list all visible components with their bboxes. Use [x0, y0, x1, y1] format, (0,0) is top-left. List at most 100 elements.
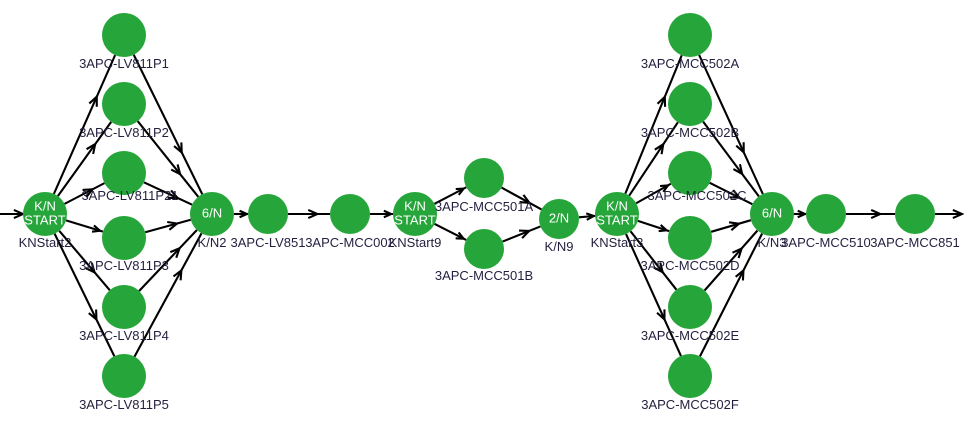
arrowhead-icon: [656, 94, 667, 107]
node-lv811p21[interactable]: [102, 151, 146, 195]
node-label-knstart2: START: [24, 212, 65, 227]
node-circle-mcc002[interactable]: [330, 194, 370, 234]
arrowhead-icon: [659, 184, 671, 193]
arrowhead-icon: [732, 163, 744, 177]
arrowhead-icon: [656, 309, 666, 322]
edge-mcc501a-to-kn9: [501, 186, 542, 211]
node-circle-lv811p21[interactable]: [102, 151, 146, 195]
node-circle-mcc501a[interactable]: [464, 158, 504, 198]
node-kn3[interactable]: 6/N: [750, 192, 794, 236]
node-caption-mcc501b: 3APC-MCC501B: [435, 268, 533, 283]
node-caption-mcc002: 3APC-MCC002: [305, 235, 395, 250]
edge-mcc502b-to-kn3: [702, 121, 760, 197]
node-circle-mcc510[interactable]: [806, 194, 846, 234]
node-circle-kn3[interactable]: [750, 192, 794, 236]
arrowhead-icon: [173, 142, 183, 155]
node-circle-lv811p1[interactable]: [102, 13, 146, 57]
exit-arrow: [935, 208, 964, 220]
arrowhead-icon: [654, 142, 665, 155]
node-mcc501b[interactable]: [464, 229, 504, 269]
node-label-kn2: 6/N: [202, 205, 222, 220]
node-mcc002[interactable]: [330, 194, 370, 234]
arrowhead-icon: [735, 142, 745, 155]
node-caption-lv811p5: 3APC-LV811P5: [79, 397, 169, 412]
node-mcc502c[interactable]: [668, 151, 712, 195]
node-lv811p3[interactable]: [102, 216, 146, 260]
node-mcc510[interactable]: [806, 194, 846, 234]
edge-mcc501b-to-kn9: [502, 225, 541, 243]
node-circle-mcc502f[interactable]: [668, 354, 712, 398]
node-circle-knstart2[interactable]: [23, 192, 67, 236]
node-kn9[interactable]: 2/N: [539, 199, 579, 239]
arrowhead-icon: [172, 268, 183, 281]
node-caption-kn9: K/N9: [545, 239, 574, 254]
node-circle-lv811p2[interactable]: [102, 82, 146, 126]
arrowhead-icon: [91, 224, 103, 233]
node-circle-mcc851[interactable]: [895, 194, 935, 234]
arrowhead-icon: [519, 229, 532, 239]
caption-layer: KNStart23APC-LV811P13APC-LV811P23APC-LV8…: [19, 56, 960, 412]
node-caption-mcc851: 3APC-MCC851: [870, 235, 960, 250]
node-caption-mcc510: 3APC-MCC510: [781, 235, 871, 250]
edge-lv811p3-to-kn2: [144, 218, 192, 234]
node-lv811p1[interactable]: [102, 13, 146, 57]
node-circle-mcc502d[interactable]: [668, 216, 712, 260]
edge-kn3-to-mcc510: [794, 209, 808, 219]
node-circle-lv851[interactable]: [248, 194, 288, 234]
edge-mcc002-to-knstart9: [370, 209, 394, 219]
edge-knstart2-to-lv811p5: [53, 233, 116, 357]
node-mcc502b[interactable]: [668, 82, 712, 126]
node-caption-knstart2: KNStart2: [19, 235, 72, 250]
arrowhead-icon: [383, 209, 394, 219]
arrowhead-icon: [653, 262, 665, 275]
node-circle-mcc501b[interactable]: [464, 229, 504, 269]
arrowhead-icon: [519, 194, 532, 205]
node-circle-lv811p5[interactable]: [102, 354, 146, 398]
node-circle-mcc502b[interactable]: [668, 82, 712, 126]
node-lv811p4[interactable]: [102, 285, 146, 329]
arrowhead-icon: [729, 189, 742, 199]
node-lv811p2[interactable]: [102, 82, 146, 126]
node-circle-mcc502e[interactable]: [668, 285, 712, 329]
node-caption-knstart9: KNStart9: [389, 235, 442, 250]
arrowhead-icon: [307, 208, 320, 220]
node-circle-mcc502c[interactable]: [668, 151, 712, 195]
arrowhead-icon: [728, 221, 742, 231]
node-circle-knstart3[interactable]: [595, 192, 639, 236]
node-kn2[interactable]: 6/N: [190, 192, 234, 236]
node-mcc502a[interactable]: [668, 13, 712, 57]
node-circle-mcc502a[interactable]: [668, 13, 712, 57]
node-label-kn9: 2/N: [549, 210, 569, 225]
edge-mcc502f-to-kn3: [699, 233, 763, 357]
arrowhead-icon: [455, 187, 467, 196]
edge-knstart9-to-mcc501b: [434, 223, 467, 241]
node-circle-kn9[interactable]: [539, 199, 579, 239]
node-circle-lv811p4[interactable]: [102, 285, 146, 329]
arrowhead-icon: [952, 208, 964, 220]
node-mcc502d[interactable]: [668, 216, 712, 260]
arrowhead-icon: [167, 189, 180, 200]
node-circle-lv811p3[interactable]: [102, 216, 146, 260]
node-label-knstart9: START: [394, 212, 435, 227]
node-mcc851[interactable]: [895, 194, 935, 234]
node-circle-knstart9[interactable]: [393, 192, 437, 236]
arrowhead-icon: [86, 142, 97, 155]
edge-knstart3-to-mcc502a: [624, 54, 683, 195]
node-lv851[interactable]: [248, 194, 288, 234]
node-circle-kn2[interactable]: [190, 192, 234, 236]
node-caption-mcc501a: 3APC-MCC501A: [435, 199, 534, 214]
node-caption-kn2: K/N2: [198, 235, 227, 250]
node-mcc501a[interactable]: [464, 158, 504, 198]
edge-mcc510-to-mcc851: [846, 208, 895, 220]
node-lv811p5[interactable]: [102, 354, 146, 398]
node-caption-mcc502b: 3APC-MCC502B: [641, 125, 739, 140]
arrowhead-icon: [170, 164, 182, 177]
edge-knstart2-to-lv811p21: [64, 182, 105, 205]
node-mcc502e[interactable]: [668, 285, 712, 329]
edge-layer: [0, 54, 964, 358]
edge-knstart2-to-lv811p4: [58, 230, 111, 291]
node-mcc502f[interactable]: [668, 354, 712, 398]
